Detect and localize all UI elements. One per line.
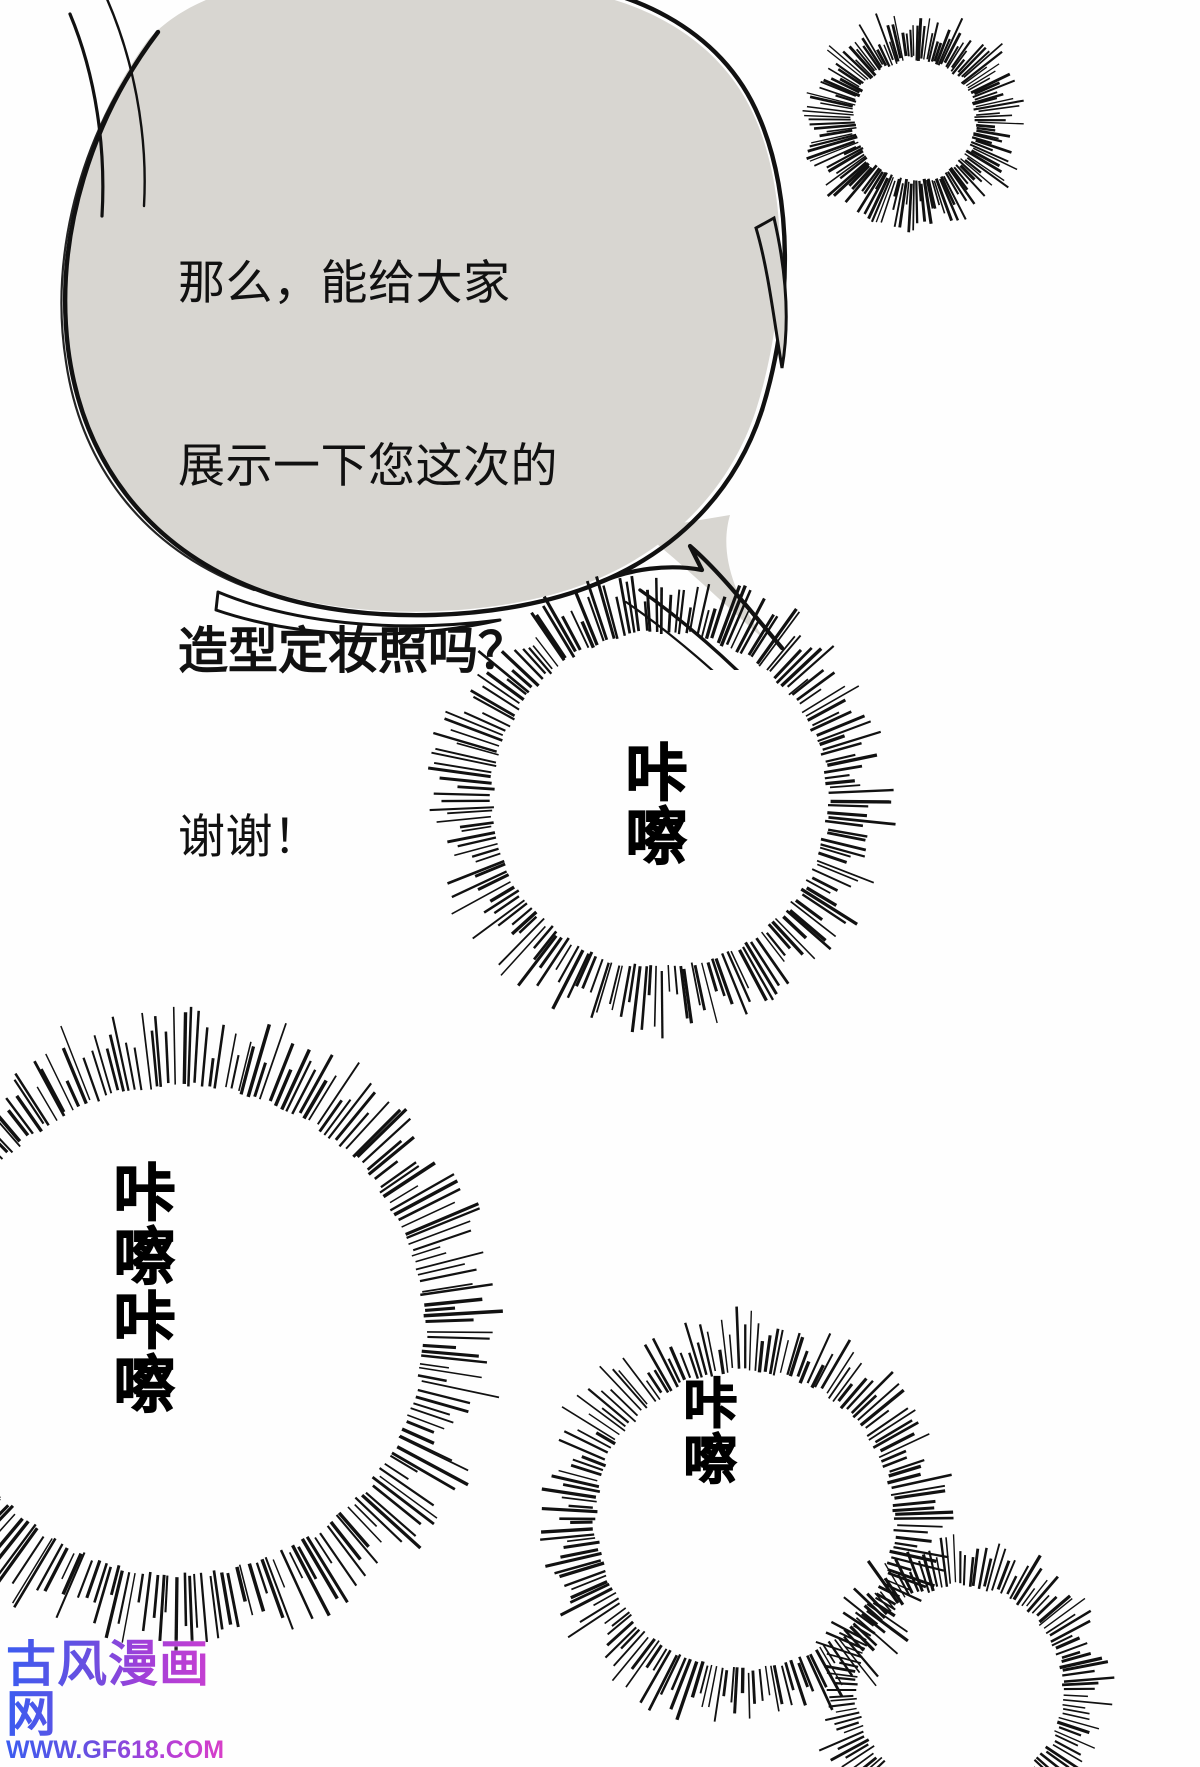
speech-bubble-flick-right xyxy=(754,215,788,369)
watermark-url: WWW.GF618.COM xyxy=(6,1735,225,1764)
camera-flash-burst-bottom-right-small xyxy=(790,1520,1130,1767)
sfx-text-center: 咔嚓 xyxy=(615,739,685,868)
speech-bubble-text: 那么，能给大家 展示一下您这次的 造型定妆照吗？ 谢谢！ xyxy=(178,130,648,989)
bubble-line-3: 造型定妆照吗？ xyxy=(178,622,528,679)
speech-bubble-outline-sketch-3 xyxy=(106,0,146,208)
site-watermark: 古风漫画网 WWW.GF618.COM xyxy=(6,1639,226,1763)
sfx-text-bottom-right: 咔嚓 xyxy=(674,1374,735,1487)
camera-flash-burst-top-right xyxy=(802,13,1024,233)
bubble-line-1: 那么，能给大家 xyxy=(178,256,511,310)
bubble-line-4: 谢谢！ xyxy=(178,809,321,863)
bubble-line-2: 展示一下您这次的 xyxy=(178,439,558,493)
speech-bubble-outline-sketch-2 xyxy=(68,12,105,218)
sfx-text-lower-left: 咔嚓咔嚓 xyxy=(103,1159,173,1416)
watermark-title: 古风漫画网 xyxy=(6,1639,226,1739)
camera-flash-burst-center xyxy=(420,560,900,1040)
camera-flash-burst-lower-left xyxy=(0,1006,503,1656)
